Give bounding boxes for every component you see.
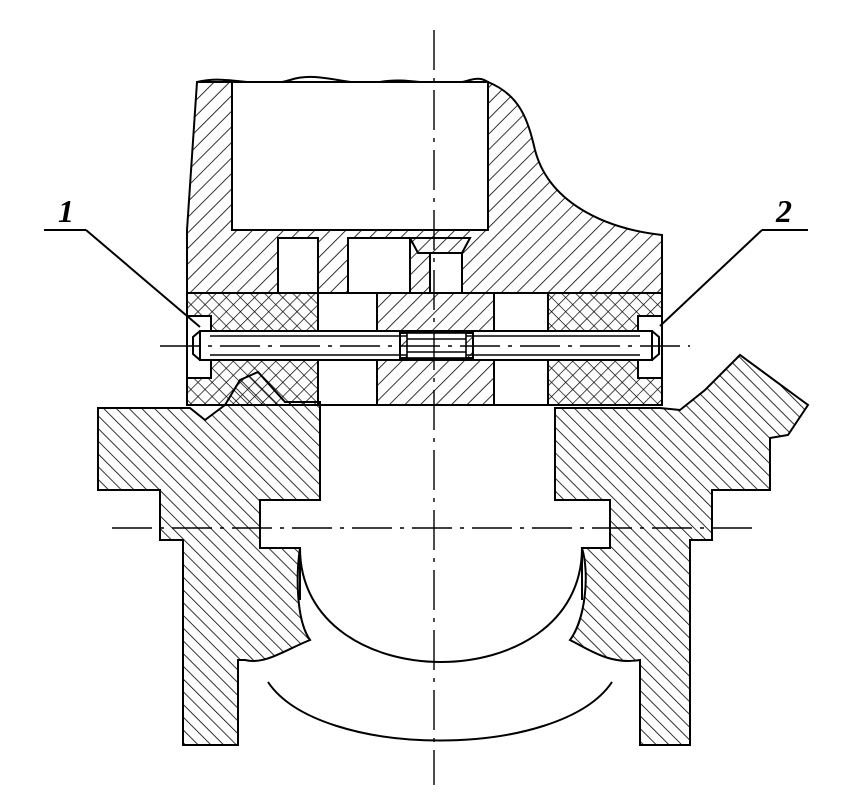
label-1: 1 — [58, 193, 74, 229]
upper-body-section — [186, 80, 663, 294]
lower-body — [97, 353, 810, 746]
bearing-arc-inner — [299, 547, 583, 663]
center-block-bottom — [376, 359, 495, 406]
lower-body-left — [97, 370, 321, 746]
inner-cavity — [231, 81, 489, 231]
label-2: 2 — [775, 193, 792, 229]
gap-4 — [493, 359, 549, 406]
oil-hole — [409, 237, 472, 254]
gap-1 — [317, 292, 378, 332]
lower-body-right — [554, 353, 810, 746]
gap-3 — [317, 359, 378, 406]
bearing-arc-outer — [267, 681, 613, 742]
pin — [192, 330, 660, 361]
upper-body — [186, 75, 663, 294]
gap-2 — [493, 292, 549, 332]
center-block-top — [376, 292, 495, 332]
middle-band — [186, 292, 663, 406]
